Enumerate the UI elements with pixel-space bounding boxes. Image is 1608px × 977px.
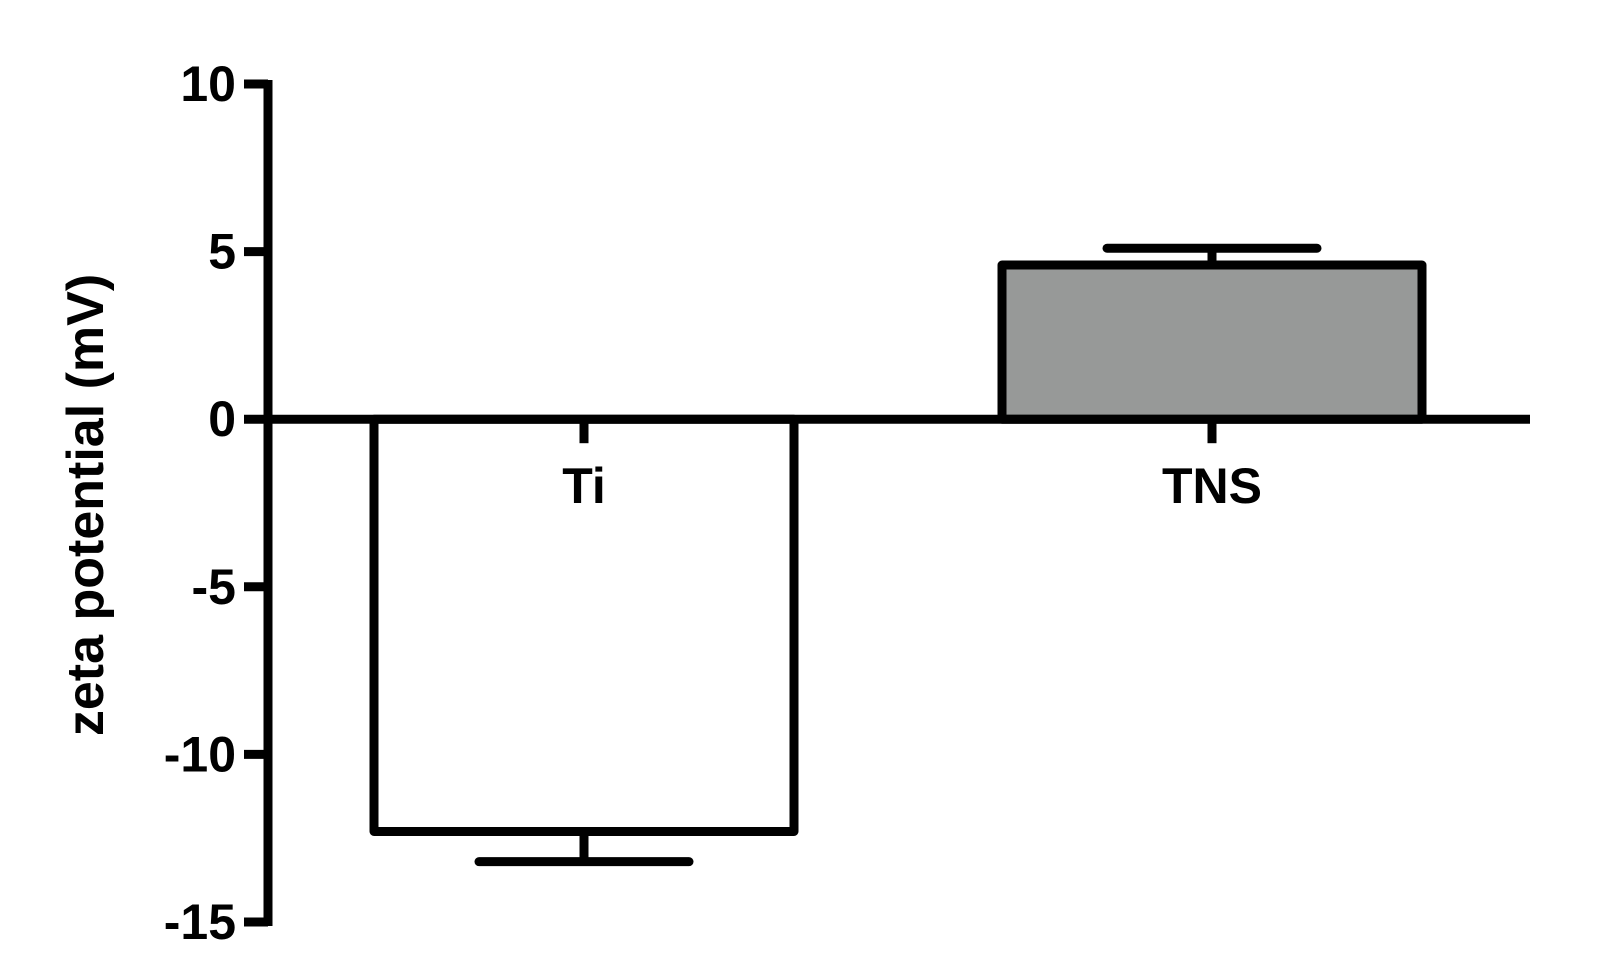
y-tick-label: -5 — [192, 559, 236, 615]
y-tick-label: -10 — [164, 726, 236, 782]
y-axis-title: zeta potential (mV) — [57, 274, 115, 736]
y-axis: 10 5 0 -5 -10 -15 — [164, 56, 273, 950]
y-tick-label: 5 — [208, 224, 236, 280]
y-tick-label: 10 — [180, 56, 236, 112]
y-tick-label: 0 — [208, 391, 236, 447]
x-axis: Ti TNS — [268, 414, 1530, 514]
bar-ti — [369, 414, 799, 836]
x-tick-label: TNS — [1162, 458, 1262, 514]
x-tick-label: Ti — [562, 458, 606, 514]
y-tick-label: -15 — [164, 894, 236, 950]
bar-tns — [997, 260, 1427, 424]
bars — [369, 243, 1427, 867]
